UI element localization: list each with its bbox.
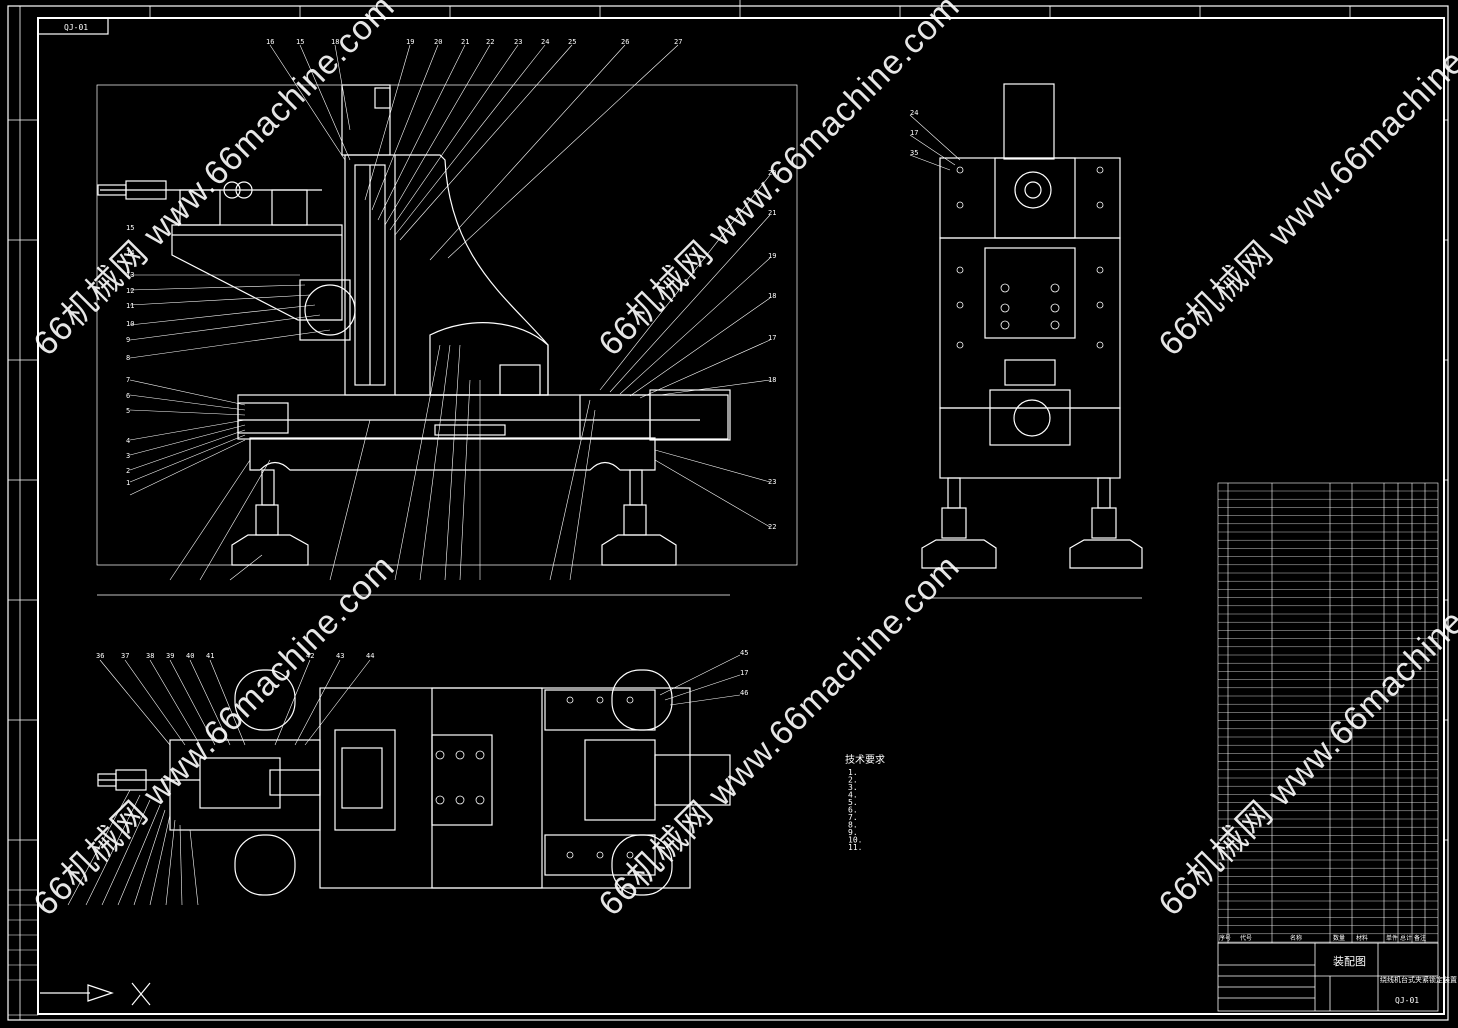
callout-label: 17: [768, 334, 776, 342]
bom-table: [1217, 482, 1439, 944]
callout-label: 24: [541, 38, 549, 46]
callout-label: 20: [768, 169, 776, 177]
callout-label: 18: [768, 376, 776, 384]
callout-label: 3: [126, 452, 130, 460]
callout-label: 23: [514, 38, 522, 46]
callout-label: 46: [740, 689, 748, 697]
callout-label: 38: [146, 652, 154, 660]
callout-label: 23: [768, 478, 776, 486]
title-block-drawing-no: QJ-01: [1395, 996, 1419, 1005]
callout-label: 26: [621, 38, 629, 46]
callout-label: 17: [910, 129, 918, 137]
front-view: [96, 84, 798, 596]
north-arrow-icon: [40, 984, 114, 1002]
callout-label: 14: [126, 249, 134, 257]
tech-note-line: 4.: [848, 791, 858, 800]
bom-header-cell: 总计: [1400, 934, 1412, 942]
callout-label: 25: [568, 38, 576, 46]
callout-label: 21: [768, 209, 776, 217]
callout-label: 12: [126, 287, 134, 295]
callout-label: 15: [296, 38, 304, 46]
right-zone-ticks: [1444, 119, 1448, 841]
callout-label: 45: [740, 649, 748, 657]
outer-frame: [7, 5, 1449, 1021]
bom-header-cell: 序号: [1219, 934, 1231, 942]
tech-notes: 1.2.3.4.5.6.7.8.9.10.11.: [848, 768, 862, 852]
callout-label: 11: [126, 302, 134, 310]
tech-note-line: 1.: [848, 768, 858, 777]
leader-lines: [67, 44, 961, 906]
title-block-title: 装配图: [1333, 955, 1366, 968]
tech-note-line: 3.: [848, 783, 858, 792]
callout-label: 16: [266, 38, 274, 46]
callout-label: 7: [126, 376, 130, 384]
callout-label: 17: [740, 669, 748, 677]
callout-label: 5: [126, 407, 130, 415]
inner-frame: [37, 17, 1445, 1015]
tech-note-line: 7.: [848, 813, 858, 822]
bom-header-cell: 名称: [1290, 934, 1302, 942]
sheet-code-box: [37, 17, 109, 35]
callout-label: 4: [126, 437, 130, 445]
callout-label: 44: [366, 652, 374, 660]
top-zone-ticks: [149, 0, 1351, 18]
left-zone-ticks: [8, 6, 38, 1020]
title-block-product: 绕线机台式夹紧锁定装置: [1380, 975, 1457, 984]
tech-note-line: 5.: [848, 798, 858, 807]
cross-mark-icon: [131, 982, 151, 1006]
callout-label: 37: [121, 652, 129, 660]
callout-label: 24: [910, 109, 918, 117]
bom-header-cell: 数量: [1333, 934, 1345, 942]
tech-note-line: 10.: [848, 836, 862, 845]
bom-rows: [1218, 490, 1438, 943]
callout-label: 42: [306, 652, 314, 660]
tech-note-line: 11.: [848, 843, 862, 852]
tech-note-line: 9.: [848, 828, 858, 837]
tech-note-line: 6.: [848, 806, 858, 815]
callout-label: 15: [126, 224, 134, 232]
callout-label: 39: [166, 652, 174, 660]
tech-note-line: 8.: [848, 821, 858, 830]
callout-label: 18: [331, 38, 339, 46]
callout-label: 19: [406, 38, 414, 46]
callout-label: 9: [126, 336, 130, 344]
callout-label: 6: [126, 392, 130, 400]
callout-label: 21: [461, 38, 469, 46]
callout-label: 13: [126, 271, 134, 279]
callout-label: 19: [768, 252, 776, 260]
bom-header-cell: 材料: [1356, 934, 1368, 942]
callout-label: 10: [126, 320, 134, 328]
bom-header-cell: 代号: [1240, 934, 1252, 942]
lower-left-table: [7, 889, 39, 1016]
title-block: [1217, 942, 1439, 1012]
callout-label: 1: [126, 479, 130, 487]
sheet-code-top: QJ-01: [64, 23, 88, 32]
callout-label: 36: [96, 652, 104, 660]
callout-label: 2: [126, 467, 130, 475]
callout-label: 35: [910, 149, 918, 157]
side-view: [921, 83, 1143, 599]
callout-label: 27: [674, 38, 682, 46]
bom-header-cell: 单件: [1386, 934, 1398, 942]
callout-label: 40: [186, 652, 194, 660]
plan-view: [97, 669, 731, 896]
callout-label: 22: [768, 523, 776, 531]
callout-label: 22: [486, 38, 494, 46]
callout-label: 20: [434, 38, 442, 46]
callout-label: 41: [206, 652, 214, 660]
bom-header-cell: 备注: [1414, 934, 1426, 942]
tech-notes-heading: 技术要求: [845, 753, 885, 766]
callout-label: 18: [768, 292, 776, 300]
tech-note-line: 2.: [848, 776, 858, 785]
callout-label: 8: [126, 354, 130, 362]
callout-label: 43: [336, 652, 344, 660]
bom-header: 序号 代号 名称 数量 材料 单件总计备注: [1219, 934, 1426, 942]
